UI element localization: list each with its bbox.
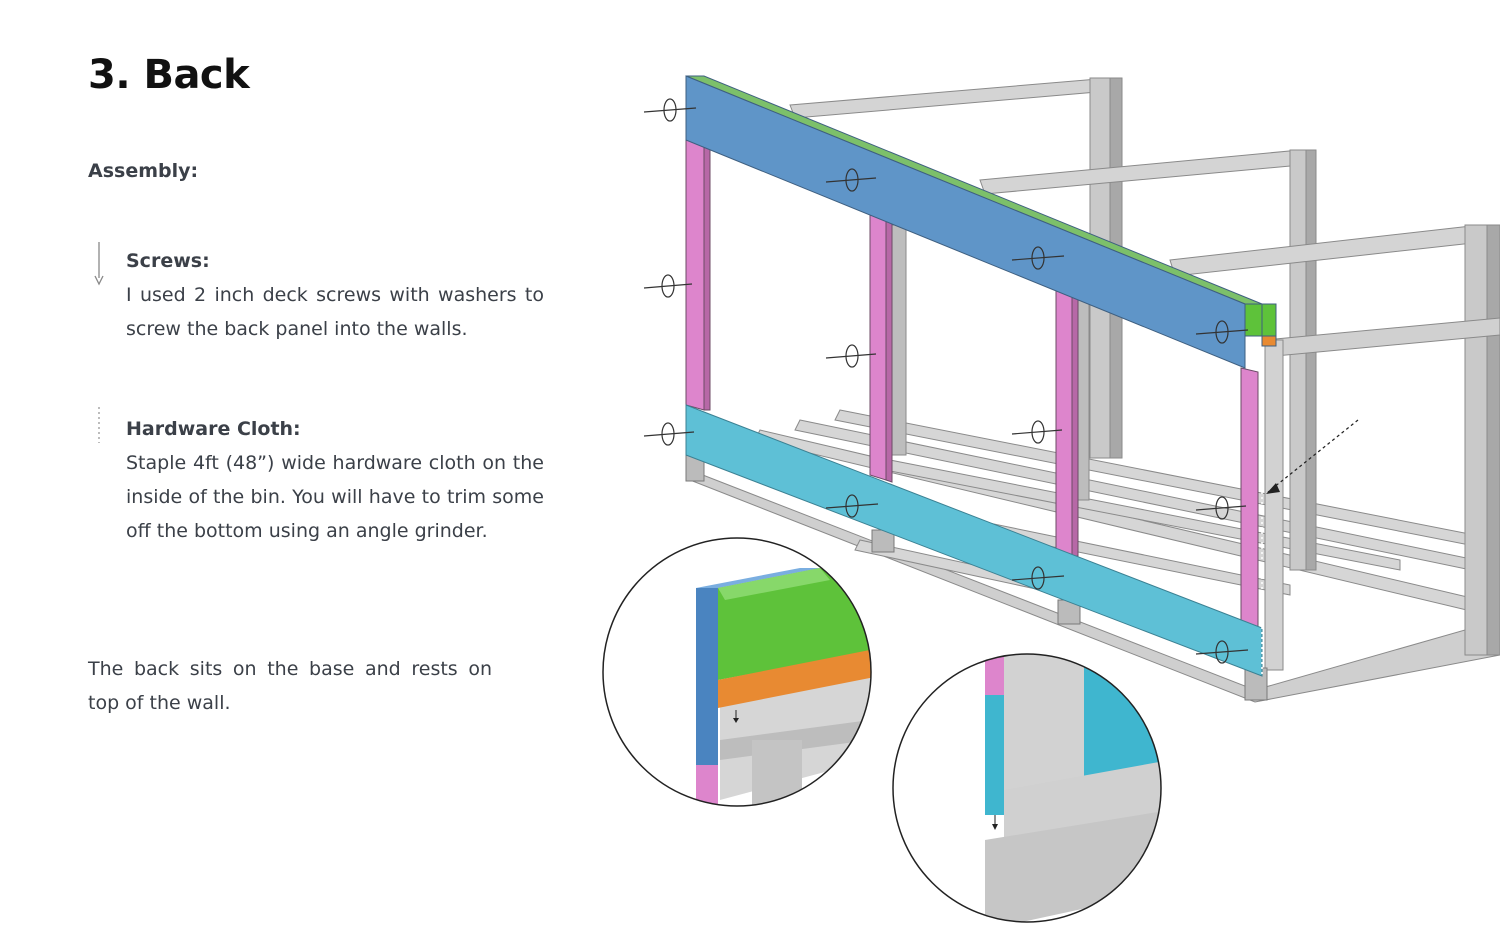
screw-symbol-icon — [825, 168, 877, 192]
step-screws: Screws: I used 2 inch deck screws with w… — [126, 250, 544, 346]
screw-symbol-icon — [1195, 640, 1249, 664]
screw-symbol-icon — [1195, 496, 1247, 520]
top-rail — [685, 75, 1277, 369]
gray-frame-structure — [689, 77, 1500, 703]
screw-symbol-icon — [1195, 320, 1249, 344]
step-title: Hardware Cloth: — [126, 418, 301, 440]
screw-symbol-icon — [643, 422, 695, 446]
arrow-down-icon — [94, 242, 104, 286]
assembly-subheading: Assembly: — [88, 160, 199, 182]
screw-symbol-icon — [643, 98, 697, 122]
screw-symbol-icon — [643, 274, 693, 298]
page-title: 3. Back — [88, 52, 250, 98]
step-body: I used 2 inch deck screws with washers t… — [126, 284, 544, 340]
base-feet — [685, 454, 1268, 701]
bottom-corner-detail — [892, 653, 1162, 923]
screw-symbol-icon — [825, 494, 879, 518]
bottom-rail — [685, 404, 1263, 677]
assembly-diagram — [602, 75, 1500, 923]
screw-symbols — [643, 98, 1249, 664]
dotted-arrow-icon — [1266, 419, 1359, 494]
back-uprights — [685, 139, 1259, 633]
screw-symbol-icon — [825, 344, 877, 368]
placement-note: The back sits on the base and rests on t… — [88, 658, 492, 714]
dotted-line-icon — [98, 407, 100, 443]
step-title: Screws: — [126, 250, 210, 272]
step-body: Staple 4ft (48”) wide hardware cloth on … — [126, 452, 544, 542]
screw-symbol-icon — [1011, 420, 1063, 444]
screw-symbol-icon — [1011, 566, 1065, 590]
screw-symbol-icon — [1011, 246, 1065, 270]
step-hardware-cloth: Hardware Cloth: Staple 4ft (48”) wide ha… — [126, 418, 544, 548]
top-corner-detail — [602, 537, 872, 807]
